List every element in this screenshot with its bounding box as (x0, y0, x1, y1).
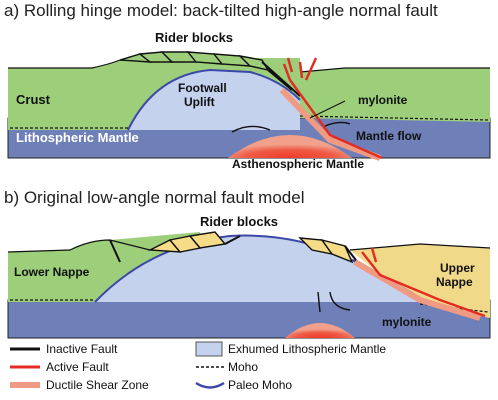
legend: Inactive Fault Active Fault Ductile Shea… (10, 341, 386, 392)
legend-paleo-moho-swatch (195, 381, 225, 389)
legend-ductile-shear-zone: Ductile Shear Zone (46, 378, 149, 392)
paleo-moho-a (127, 68, 301, 131)
mantle-flow-label: Mantle flow (356, 129, 422, 143)
rider-blocks-b (147, 231, 354, 264)
lower-nappe-label: Lower Nappe (14, 265, 90, 279)
footwall-uplift-a (128, 70, 300, 130)
rider-blocks-label-b: Rider blocks (200, 214, 278, 229)
active-faults-b (361, 247, 486, 318)
panel-b-diagram: Rider blocks Lower Nappe Upper Nappe myl… (7, 214, 491, 339)
uplift-label: Uplift (184, 95, 215, 109)
mylonite-label-b: mylonite (382, 315, 432, 329)
mantle-flow-arrow-a1 (231, 125, 271, 133)
legend-exhumed-mantle: Exhumed Lithospheric Mantle (228, 342, 386, 356)
upper-nappe-b (350, 244, 490, 318)
panel-a-diagram: Rider blocks Crust Footwall Uplift mylon… (7, 30, 491, 171)
rider-blocks-label-a: Rider blocks (155, 30, 233, 45)
upper-nappe-label-2: Nappe (436, 275, 473, 289)
footwall-label: Footwall (178, 81, 227, 95)
lithospheric-mantle-label: Lithospheric Mantle (16, 130, 139, 145)
mantle-flow-arrow-a2 (324, 121, 351, 127)
panel-b-title: b) Original low-angle normal fault model (4, 188, 305, 207)
upper-nappe-label-1: Upper (440, 261, 475, 275)
legend-inactive-fault: Inactive Fault (46, 342, 118, 356)
active-faults-a (282, 57, 383, 160)
asthenospheric-mantle-label: Asthenospheric Mantle (232, 157, 364, 171)
panel-a-title: a) Rolling hinge model: back-tilted high… (4, 1, 438, 20)
moho-a (10, 115, 489, 129)
asthenosphere-a (228, 135, 352, 158)
legend-paleo-moho: Paleo Moho (228, 378, 292, 392)
shear-zone-b (353, 259, 481, 321)
crust-a-right (300, 68, 490, 122)
asthenosphere-b (285, 323, 355, 338)
legend-moho: Moho (228, 360, 258, 374)
legend-exhumed-swatch (195, 341, 223, 357)
shear-zone-a (279, 87, 382, 161)
legend-active-fault: Active Fault (46, 360, 109, 374)
mylonite-label-a: mylonite (358, 93, 408, 107)
lithospheric-mantle-b (7, 299, 491, 339)
crust-label: Crust (16, 92, 51, 107)
